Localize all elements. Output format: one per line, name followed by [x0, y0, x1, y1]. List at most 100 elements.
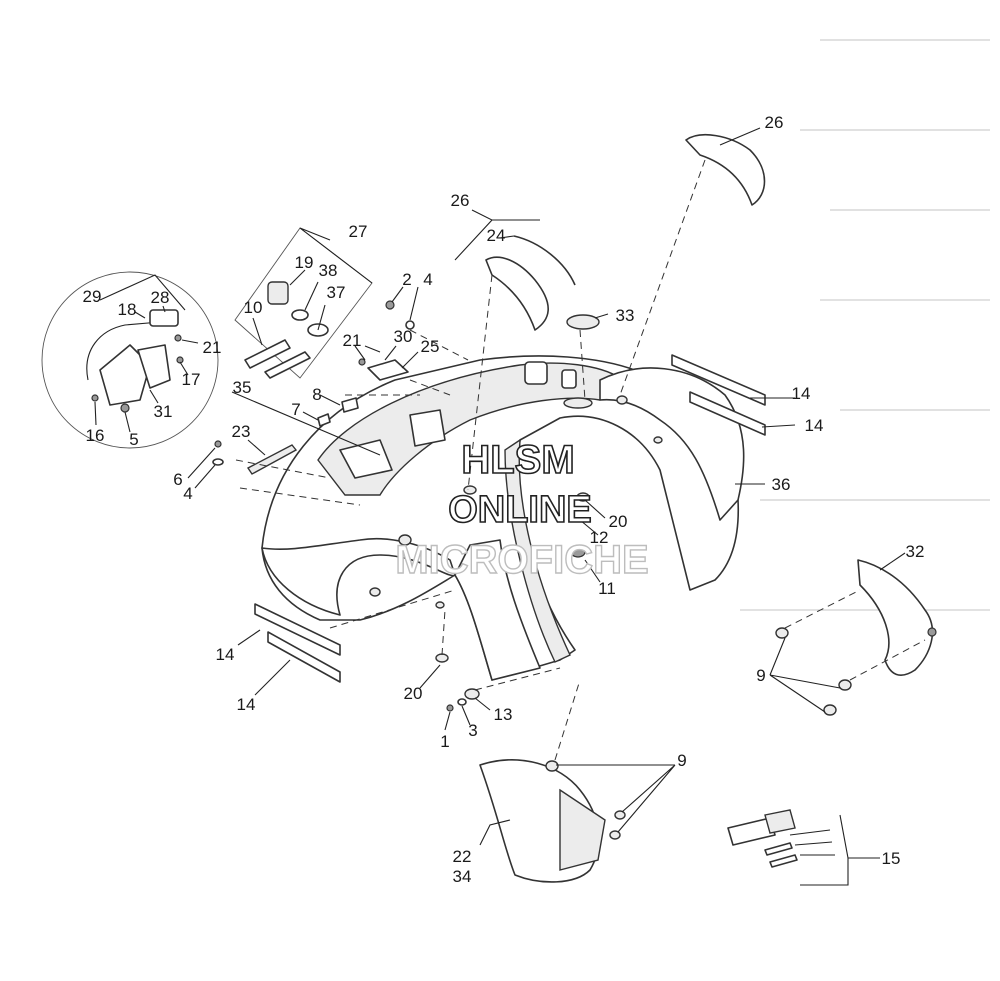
callout-37: 37 — [327, 283, 346, 302]
callout-19: 19 — [295, 253, 314, 272]
hinge-block — [561, 369, 577, 389]
fastener-9 — [545, 760, 559, 772]
strip-14 — [267, 631, 341, 683]
wrench — [764, 842, 793, 856]
callout-26: 26 — [765, 113, 784, 132]
callout-35: 35 — [233, 378, 252, 397]
cap-33 — [566, 314, 600, 330]
adhesive-strips — [254, 354, 766, 683]
callout-21: 21 — [343, 331, 362, 350]
wrench — [769, 854, 798, 868]
callout-14: 14 — [805, 416, 824, 435]
callout-14: 14 — [792, 384, 811, 403]
bolt-2 — [385, 300, 395, 310]
latch-actuator-28 — [149, 309, 179, 327]
lower-trim-22-34 — [479, 759, 626, 883]
screw-1 — [446, 704, 454, 712]
wheel-well — [261, 537, 456, 616]
mount-hole — [616, 395, 628, 405]
callout-30: 30 — [394, 327, 413, 346]
strap-23 — [246, 444, 298, 475]
mount-hole — [369, 587, 381, 597]
washer-3 — [457, 698, 467, 706]
callout-2: 2 — [402, 270, 411, 289]
hardware — [212, 300, 480, 712]
callout-20: 20 — [404, 684, 423, 703]
fastener-9 — [614, 810, 626, 820]
callout-10: 10 — [244, 298, 263, 317]
mount-hole — [398, 534, 412, 546]
strip-14 — [689, 391, 766, 436]
fender-shell — [261, 355, 745, 681]
callout-14: 14 — [216, 645, 235, 664]
latch-pocket — [339, 439, 393, 479]
lock-rod — [264, 351, 311, 379]
callout-17: 17 — [182, 370, 201, 389]
fastener-9 — [823, 704, 837, 716]
callout-29: 29 — [83, 287, 102, 306]
watermark-line-3: MICROFICHE — [395, 538, 648, 582]
callout-16: 16 — [86, 426, 105, 445]
strip-14 — [671, 354, 766, 406]
callout-27: 27 — [349, 222, 368, 241]
watermark-line-2: ONLINE — [448, 489, 592, 531]
watermark-line-1: HLSM — [461, 438, 574, 482]
bleed-through-texture — [740, 39, 990, 611]
screw-5 — [120, 403, 130, 413]
hinge-block — [524, 361, 548, 385]
mount-hole — [435, 601, 445, 609]
stud — [927, 627, 937, 637]
callout-24: 24 — [487, 226, 506, 245]
rail-strip-24 — [513, 235, 576, 286]
callout-8: 8 — [312, 385, 321, 404]
callout-6: 6 — [173, 470, 182, 489]
callout-13: 13 — [494, 705, 513, 724]
callout-labels: 26 26 24 27 19 38 37 10 2 4 33 21 30 25 … — [83, 113, 925, 886]
callout-22: 22 — [453, 847, 472, 866]
callout-31: 31 — [154, 402, 173, 421]
latch-detail-circle — [41, 271, 219, 449]
bracket-30 — [367, 359, 409, 381]
callout-9: 9 — [677, 751, 686, 770]
lock-cylinder-group — [234, 227, 373, 379]
rail-cap-26 — [685, 134, 766, 206]
rail-trim-26 — [485, 256, 549, 331]
callout-14: 14 — [237, 695, 256, 714]
strip-14 — [254, 603, 341, 656]
callout-1: 1 — [440, 732, 449, 751]
leader-lines — [94, 127, 906, 886]
tool-pouch-flap — [764, 809, 796, 834]
callout-3: 3 — [468, 721, 477, 740]
fastener-9 — [775, 627, 789, 639]
latch-cable — [86, 321, 161, 381]
o-ring-38 — [291, 309, 309, 321]
trim-inner — [559, 788, 606, 871]
grommet-20 — [435, 653, 449, 663]
callout-12: 12 — [590, 528, 609, 547]
washer-4 — [212, 458, 224, 466]
callout-26: 26 — [451, 191, 470, 210]
screw-6 — [214, 440, 222, 448]
lock-rod-10 — [244, 339, 291, 369]
callout-33: 33 — [616, 306, 635, 325]
callout-25: 25 — [421, 337, 440, 356]
inner-fender-lower — [454, 539, 541, 681]
latch-plate — [137, 344, 171, 389]
screw-16 — [91, 394, 99, 402]
callout-15: 15 — [882, 849, 901, 868]
mount-hole — [576, 492, 590, 502]
nut-13 — [464, 688, 480, 700]
seal-ring — [563, 397, 593, 409]
lid-rails — [485, 134, 766, 331]
callout-11: 11 — [598, 579, 616, 598]
callout-9: 9 — [756, 666, 765, 685]
assembly-lines — [235, 159, 926, 761]
clip-7 — [317, 413, 331, 427]
mount-nut — [570, 546, 586, 558]
mount-hole — [463, 485, 477, 495]
callout-36: 36 — [772, 475, 791, 494]
callout-38: 38 — [319, 261, 338, 280]
callout-21: 21 — [203, 338, 222, 357]
clip-8 — [341, 397, 359, 413]
